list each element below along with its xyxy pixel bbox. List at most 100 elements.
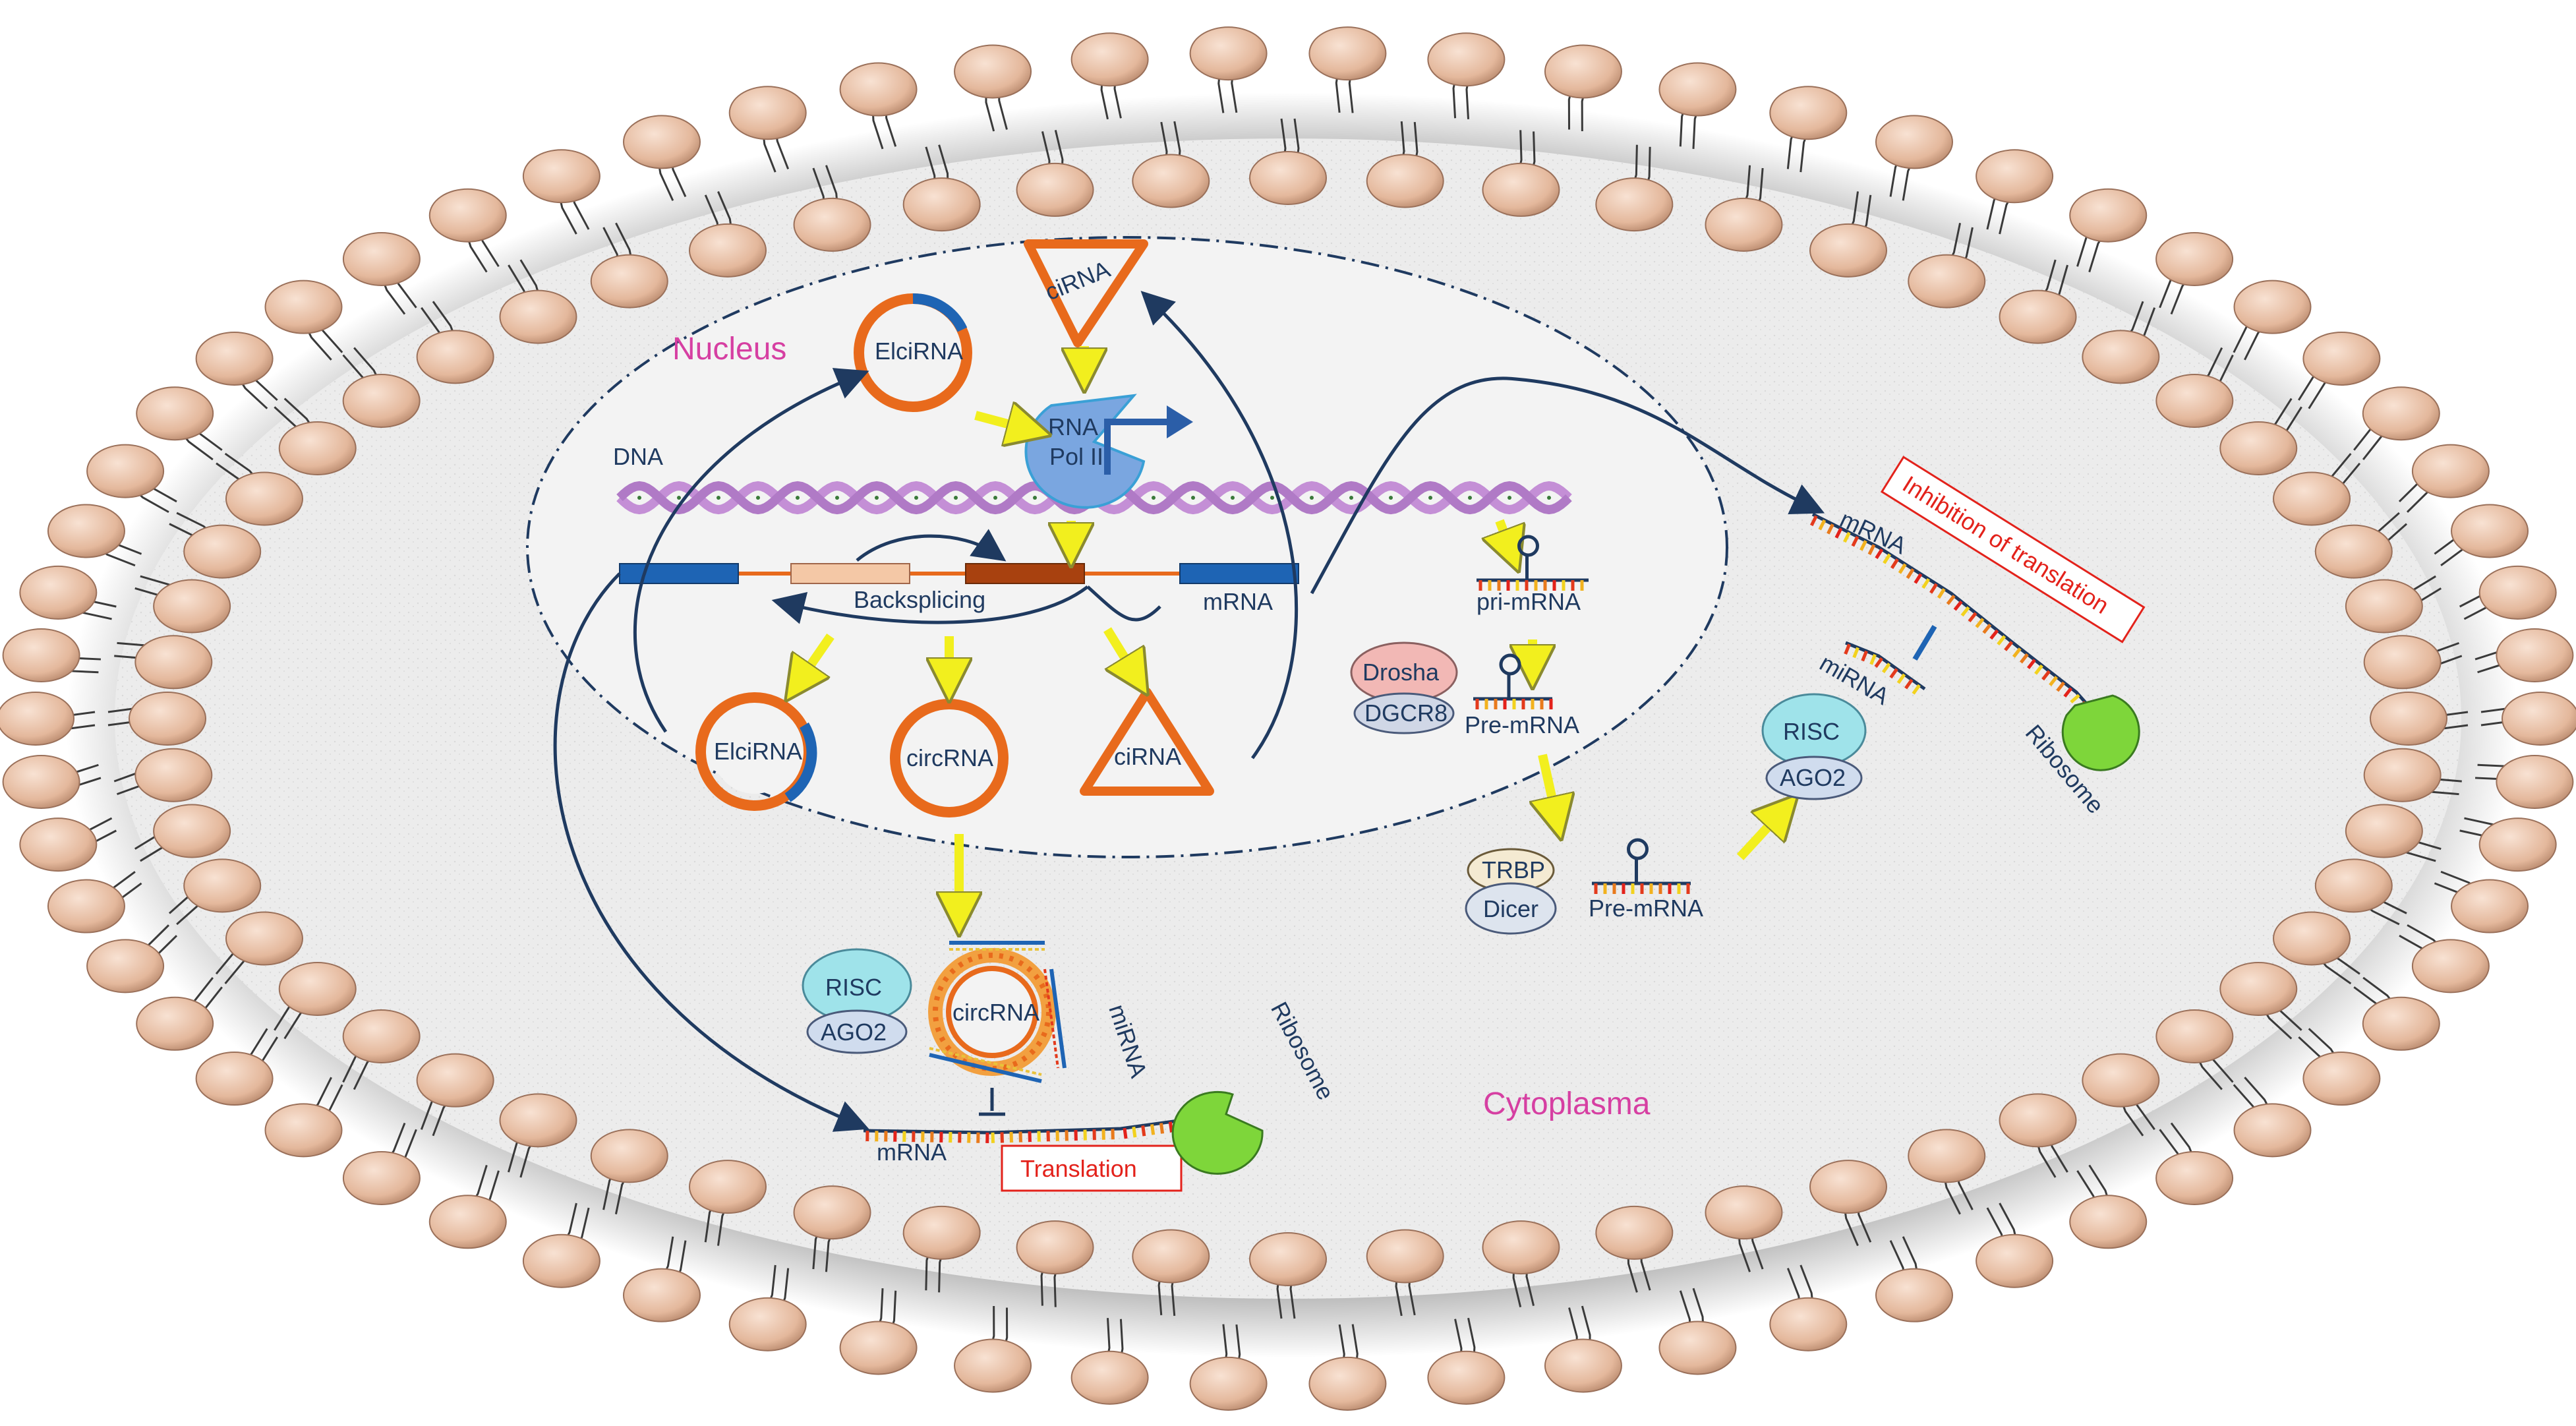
lipid-head (1367, 1230, 1444, 1283)
lipid-head (2000, 291, 2076, 343)
lipid-head (226, 912, 303, 965)
lipid-head (1976, 1235, 2053, 1288)
mrna-bottom-label: mRNA (877, 1139, 947, 1166)
dna-base (1191, 496, 1195, 500)
lipid-head (1367, 154, 1444, 207)
lipid-head (500, 291, 576, 343)
lipid-head (184, 525, 260, 578)
rna-pol-label-2: Pol II (1049, 443, 1103, 470)
elcirna-bottom-label: ElciRNA (714, 738, 802, 765)
dgcr8-label: DGCR8 (1364, 699, 1448, 727)
lipid-head (184, 859, 260, 912)
elcirna-top-label: ElciRNA (875, 338, 963, 365)
lipid-head (954, 45, 1031, 98)
lipid-head (2363, 997, 2440, 1050)
rna-base (1170, 1122, 1171, 1133)
pre-mrna-1-label: Pre-mRNA (1465, 711, 1579, 738)
lipid-head (730, 1298, 806, 1351)
ago2-left-label: AGO2 (821, 1019, 887, 1046)
lipid-head (2451, 504, 2528, 557)
exon-3 (966, 564, 1084, 583)
lipid-head (1250, 152, 1326, 204)
dicer-complex: TRBP Dicer (1466, 849, 1556, 934)
exon-4 (1180, 564, 1299, 583)
lipid-head (2316, 525, 2392, 578)
lipid-head (48, 880, 125, 933)
dna-base (1349, 496, 1353, 500)
lipid-head (1309, 27, 1386, 80)
lipid-head (1072, 33, 1148, 86)
translation-box: Translation (1002, 1146, 1181, 1191)
lipid-head (1190, 27, 1267, 80)
lipid-head (20, 818, 96, 871)
lipid-head (343, 1010, 420, 1063)
lipid-head (87, 939, 163, 992)
lipid-head (2156, 1010, 2233, 1063)
risc-right-label: RISC (1783, 718, 1840, 745)
lipid-head (2364, 749, 2441, 802)
lipid-head (1132, 1230, 1209, 1283)
dna-base (1428, 496, 1432, 500)
lipid-head (136, 997, 213, 1050)
dna-base (1547, 496, 1551, 500)
lipid-head (2070, 1195, 2146, 1248)
lipid-head (1770, 1298, 1846, 1351)
lipid-head (2363, 387, 2440, 440)
trbp-label: TRBP (1482, 856, 1545, 883)
dna-base (1033, 496, 1037, 500)
lipid-head (417, 1054, 494, 1107)
rna-base (1152, 1124, 1154, 1135)
cirna-bottom-label: ciRNA (1114, 743, 1181, 770)
dna-base (954, 496, 958, 500)
lipid-head (1876, 115, 1952, 168)
lipid-head (430, 189, 506, 242)
lipid-head (279, 963, 356, 1015)
rna-base (1161, 1123, 1162, 1134)
rna-base (1134, 1127, 1135, 1137)
lipid-head (2082, 330, 2159, 383)
lipid-head (1428, 1352, 1504, 1404)
lipid-head (904, 178, 980, 231)
lipid-head (343, 1152, 420, 1204)
lipid-head (1482, 1221, 1559, 1274)
lipid-head (1876, 1269, 1952, 1322)
lipid-head (265, 1104, 341, 1156)
ago2-right-label: AGO2 (1780, 764, 1846, 791)
lipid-head (1545, 45, 1622, 98)
drosha-label: Drosha (1362, 659, 1440, 686)
lipid-head (1908, 1129, 1985, 1182)
lipid-head (154, 804, 230, 857)
lipid-head (840, 63, 917, 116)
exon-2 (791, 564, 910, 583)
lipid-head (196, 1052, 273, 1105)
lipid-head (1482, 163, 1559, 216)
lipid-head (87, 445, 163, 498)
dna-base (914, 496, 918, 500)
lipid-head (2316, 859, 2392, 912)
translation-label: Translation (1020, 1155, 1137, 1182)
lipid-head (3, 756, 80, 808)
lipid-head (2346, 580, 2422, 633)
dna-base (1231, 496, 1235, 500)
lipid-head (1976, 150, 2053, 202)
lipid-head (2451, 880, 2528, 933)
circrna-nucleus: circRNA (895, 704, 1003, 812)
lipid-head (2273, 912, 2350, 965)
lipid-head (2156, 233, 2233, 285)
nucleus-label: Nucleus (672, 332, 786, 367)
circrna-cyto-label: circRNA (952, 999, 1039, 1026)
dna-base (756, 496, 760, 500)
lipid-head (417, 330, 494, 383)
lipid-head (1810, 224, 1887, 277)
lipid-head (154, 580, 230, 633)
lipid-head (2502, 692, 2576, 745)
lipid-head (2496, 629, 2573, 682)
lipid-head (624, 1269, 700, 1322)
risc-left-label: RISC (825, 974, 882, 1001)
rna-base (1143, 1125, 1144, 1136)
lipid-head (2413, 939, 2489, 992)
lipid-head (2156, 1152, 2233, 1204)
lipid-head (794, 1186, 871, 1239)
